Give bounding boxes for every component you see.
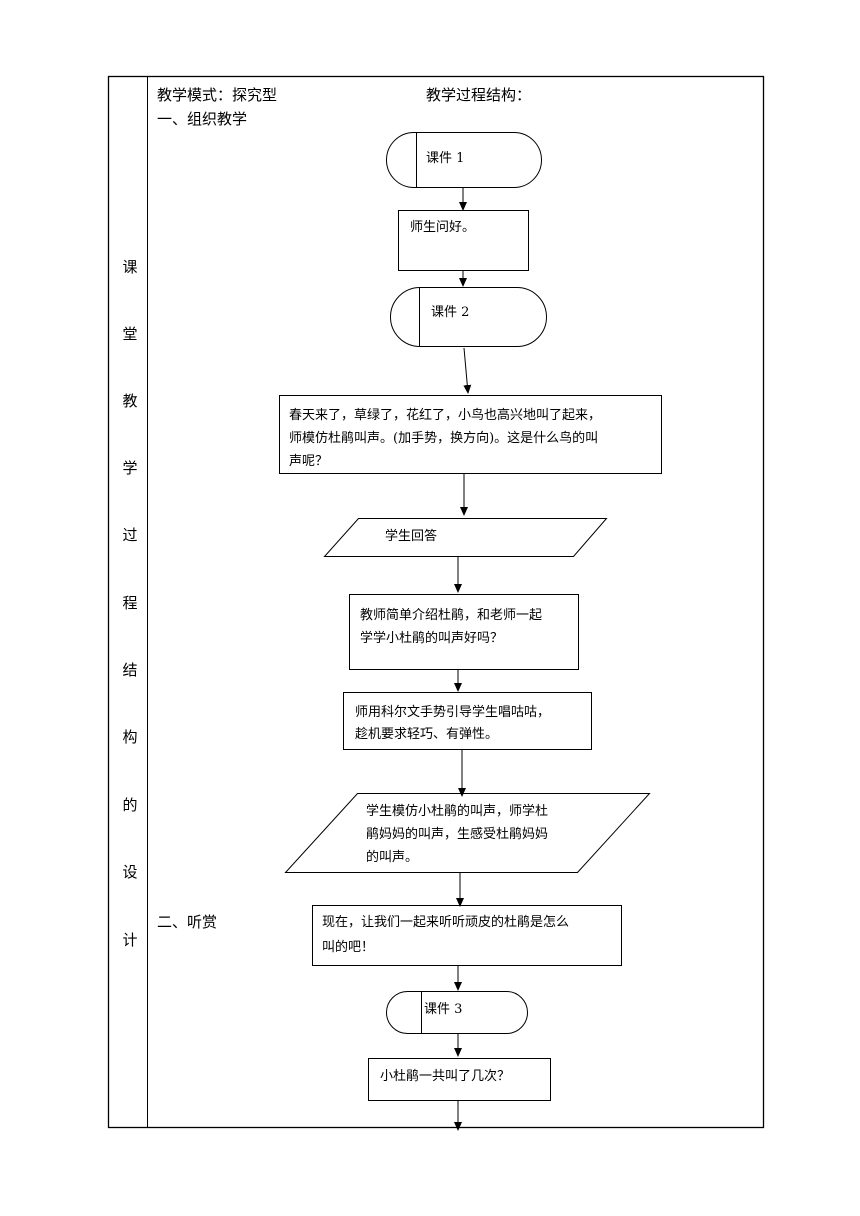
- flow-node-count-question: [368, 1058, 551, 1101]
- imitate-calls-line: 鹃妈妈的叫声，生感受杜鹃妈妈: [366, 827, 549, 842]
- student-answer-text: 学生回答: [385, 529, 438, 544]
- teaching-structure-label: 教学过程结构：: [426, 86, 532, 104]
- courseware-1-text: 课件 1: [426, 151, 465, 166]
- listen-prompt-line: 现在，让我们一起来听听顽皮的杜鹃是怎么: [322, 915, 570, 930]
- cuckoo-intro-line: 学学小杜鹃的叫声好吗？: [360, 631, 504, 646]
- courseware-2-text: 课件 2: [431, 305, 470, 320]
- greeting-text: 师生问好。: [410, 220, 476, 235]
- section-listen: 二、听赏: [157, 913, 218, 931]
- listen-prompt-line: 叫的吧！: [322, 940, 375, 955]
- flow-node-curwen-gesture: [343, 692, 592, 750]
- side-label-char: 的: [122, 796, 138, 814]
- side-label-char: 构: [122, 728, 138, 746]
- side-label-char: 堂: [122, 325, 138, 343]
- flow-node-spring-intro: [279, 395, 662, 474]
- flow-node-listen-prompt: [312, 905, 622, 966]
- side-label-char: 教: [122, 392, 138, 410]
- spring-intro-line: 声呢？: [289, 454, 329, 469]
- flow-node-courseware-2: [390, 287, 547, 347]
- cuckoo-intro-line: 教师简单介绍杜鹃，和老师一起: [360, 608, 543, 623]
- flow-node-imitate-calls: [284, 793, 651, 873]
- side-label-char: 学: [122, 459, 138, 477]
- courseware-3-text: 课件 3: [424, 1002, 463, 1017]
- flow-node-greeting: [398, 210, 529, 271]
- side-label-char: 设: [122, 863, 138, 881]
- section-organize: 一、组织教学: [157, 110, 248, 128]
- teaching-mode-label: 教学模式：探究型: [157, 86, 278, 104]
- flow-node-courseware-1: [386, 132, 542, 188]
- spring-intro-line: 春天来了，草绿了，花红了，小鸟也高兴地叫了起来，: [289, 408, 602, 423]
- flow-node-cuckoo-intro: [349, 594, 579, 670]
- side-label-char: 结: [122, 661, 138, 679]
- imitate-calls-line: 学生模仿小杜鹃的叫声，师学杜: [366, 804, 549, 819]
- side-label-char: 计: [122, 931, 138, 949]
- curwen-gesture-line: 师用科尔文手势引导学生唱咕咕，: [355, 705, 551, 720]
- side-label-char: 课: [122, 258, 138, 276]
- imitate-calls-line: 的叫声。: [366, 850, 419, 865]
- flow-arrow: [463, 347, 472, 394]
- table-border: [107, 75, 765, 1129]
- flow-node-courseware-3: [386, 991, 528, 1034]
- side-label-char: 程: [122, 594, 138, 612]
- spring-intro-line: 师模仿杜鹃叫声。(加手势，换方向)。这是什么鸟的叫: [289, 431, 599, 446]
- flow-node-student-answer: [323, 518, 608, 557]
- side-label-char: 过: [122, 526, 138, 544]
- curwen-gesture-line: 趁机要求轻巧、有弹性。: [355, 727, 499, 742]
- count-question-text: 小杜鹃一共叫了几次？: [380, 1069, 511, 1084]
